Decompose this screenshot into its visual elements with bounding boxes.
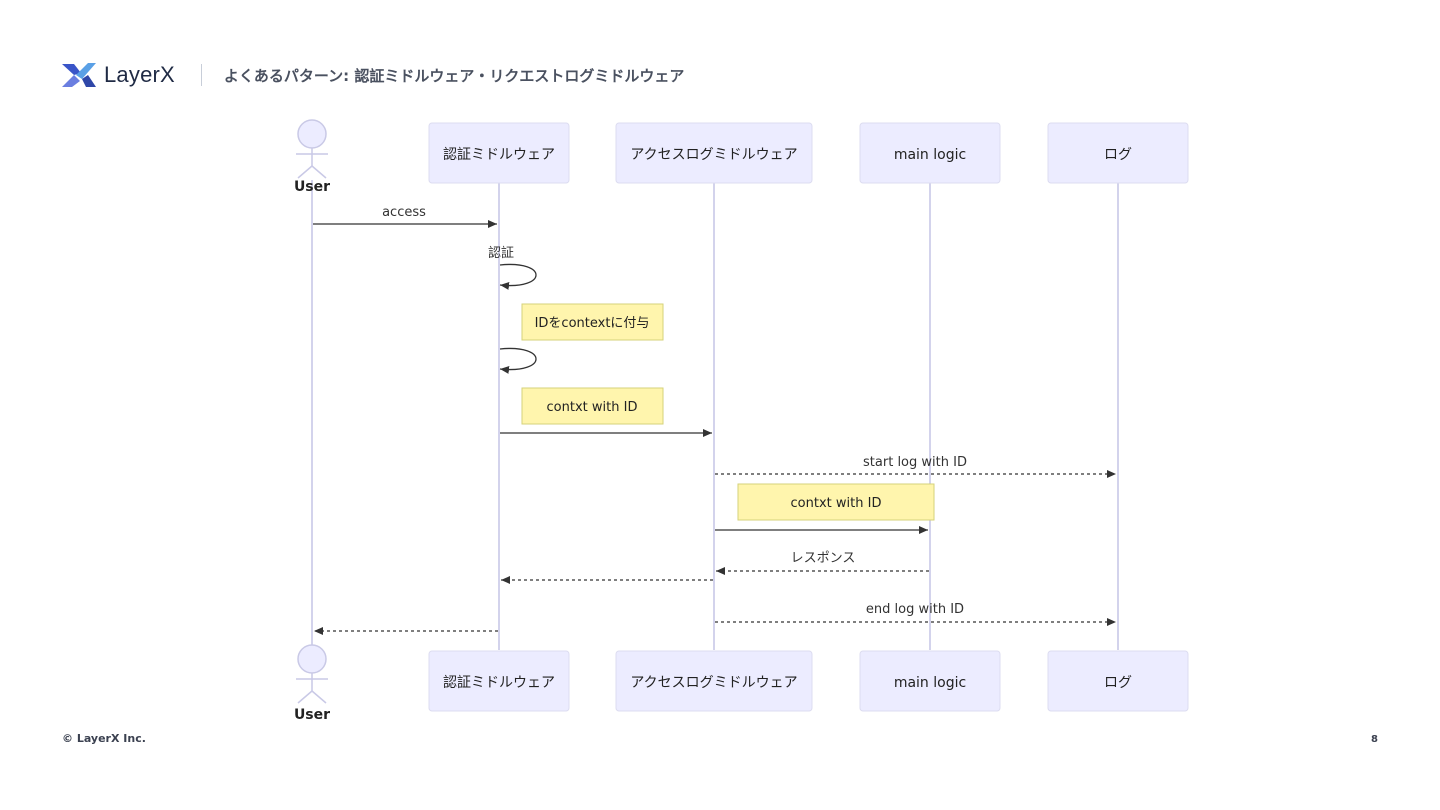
participant-main-bottom: main logic (859, 650, 1001, 712)
participant-label: main logic (894, 675, 966, 691)
participant-auth-top: 認証ミドルウェア (428, 122, 570, 184)
participant-label: アクセスログミドルウェア (630, 147, 797, 163)
actor-label: User (294, 179, 330, 195)
participant-auth-bottom: 認証ミドルウェア (428, 650, 570, 712)
actor-head-icon (297, 119, 327, 149)
page-number: 8 (1371, 734, 1378, 745)
participant-label: ログ (1104, 675, 1132, 691)
participant-accesslog-bottom: アクセスログミドルウェア (615, 650, 813, 712)
self-loop-auth (499, 263, 537, 290)
participant-accesslog-top: アクセスログミドルウェア (615, 122, 813, 184)
actor-label: User (294, 707, 330, 723)
layerx-logo-icon (62, 63, 96, 87)
message-label-end-log: end log with ID (866, 602, 964, 617)
actor-user-top: User (294, 119, 330, 195)
message-label-start-log: start log with ID (863, 455, 967, 470)
participant-log-bottom: ログ (1047, 650, 1189, 712)
participant-label: 認証ミドルウェア (443, 675, 555, 691)
participant-log-top: ログ (1047, 122, 1189, 184)
note-attach-id: IDをcontextに付与 (521, 303, 664, 341)
note-text: IDをcontextに付与 (535, 316, 650, 331)
header-divider (200, 64, 202, 86)
brand-name: LayerX (104, 62, 175, 87)
participant-label: ログ (1104, 147, 1132, 163)
participant-label: 認証ミドルウェア (443, 147, 555, 163)
participant-label: アクセスログミドルウェア (630, 675, 797, 691)
slide-header: LayerX よくあるパターン: 認証ミドルウェア・リクエストログミドルウェア (62, 60, 684, 90)
copyright: © LayerX Inc. (62, 732, 146, 745)
self-loop-attach-id (499, 347, 537, 374)
actor-head-icon (297, 644, 327, 674)
participant-main-top: main logic (859, 122, 1001, 184)
note-text: contxt with ID (547, 400, 638, 415)
note-text: contxt with ID (791, 496, 882, 511)
message-label-access: access (382, 205, 426, 220)
actor-user-bottom: User (294, 644, 330, 723)
message-label-auth: 認証 (488, 245, 514, 261)
participant-label: main logic (894, 147, 966, 163)
slide-title: よくあるパターン: 認証ミドルウェア・リクエストログミドルウェア (223, 66, 685, 85)
note-context-1: contxt with ID (521, 387, 664, 425)
note-context-2: contxt with ID (737, 483, 935, 521)
message-label-response: レスポンス (791, 551, 856, 566)
